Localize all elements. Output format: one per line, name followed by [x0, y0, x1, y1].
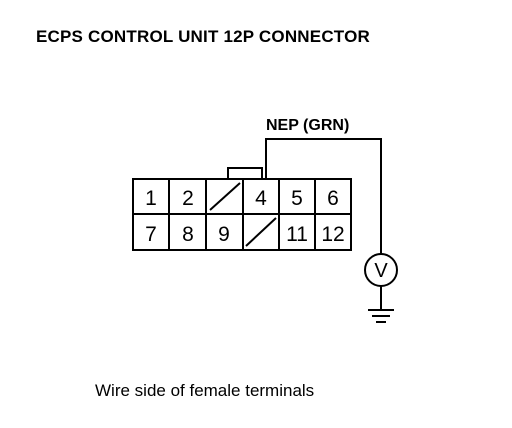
pin-label: 7 [145, 223, 157, 246]
caption: Wire side of female terminals [95, 381, 315, 400]
pin-label: 12 [321, 223, 344, 246]
pin-label: 2 [182, 187, 194, 210]
pin-label: 5 [291, 187, 303, 210]
empty-cavity-slash [245, 217, 277, 247]
pin-label: 9 [218, 223, 230, 246]
pin-label: 8 [182, 223, 194, 246]
pin-label: 6 [327, 187, 339, 210]
connector-lock-tab [227, 167, 263, 179]
diagram-title: ECPS CONTROL UNIT 12P CONNECTOR [36, 27, 370, 46]
empty-cavity-slash [209, 182, 241, 211]
pin-label: 1 [145, 187, 157, 210]
pin-label: 11 [286, 223, 308, 246]
voltmeter-symbol: V [374, 260, 388, 282]
wire-label: NEP (GRN) [266, 117, 350, 134]
nep-wire [265, 138, 382, 254]
pin-label: 4 [255, 187, 267, 210]
ground-icon [368, 309, 394, 323]
voltmeter-icon: V [364, 253, 398, 287]
